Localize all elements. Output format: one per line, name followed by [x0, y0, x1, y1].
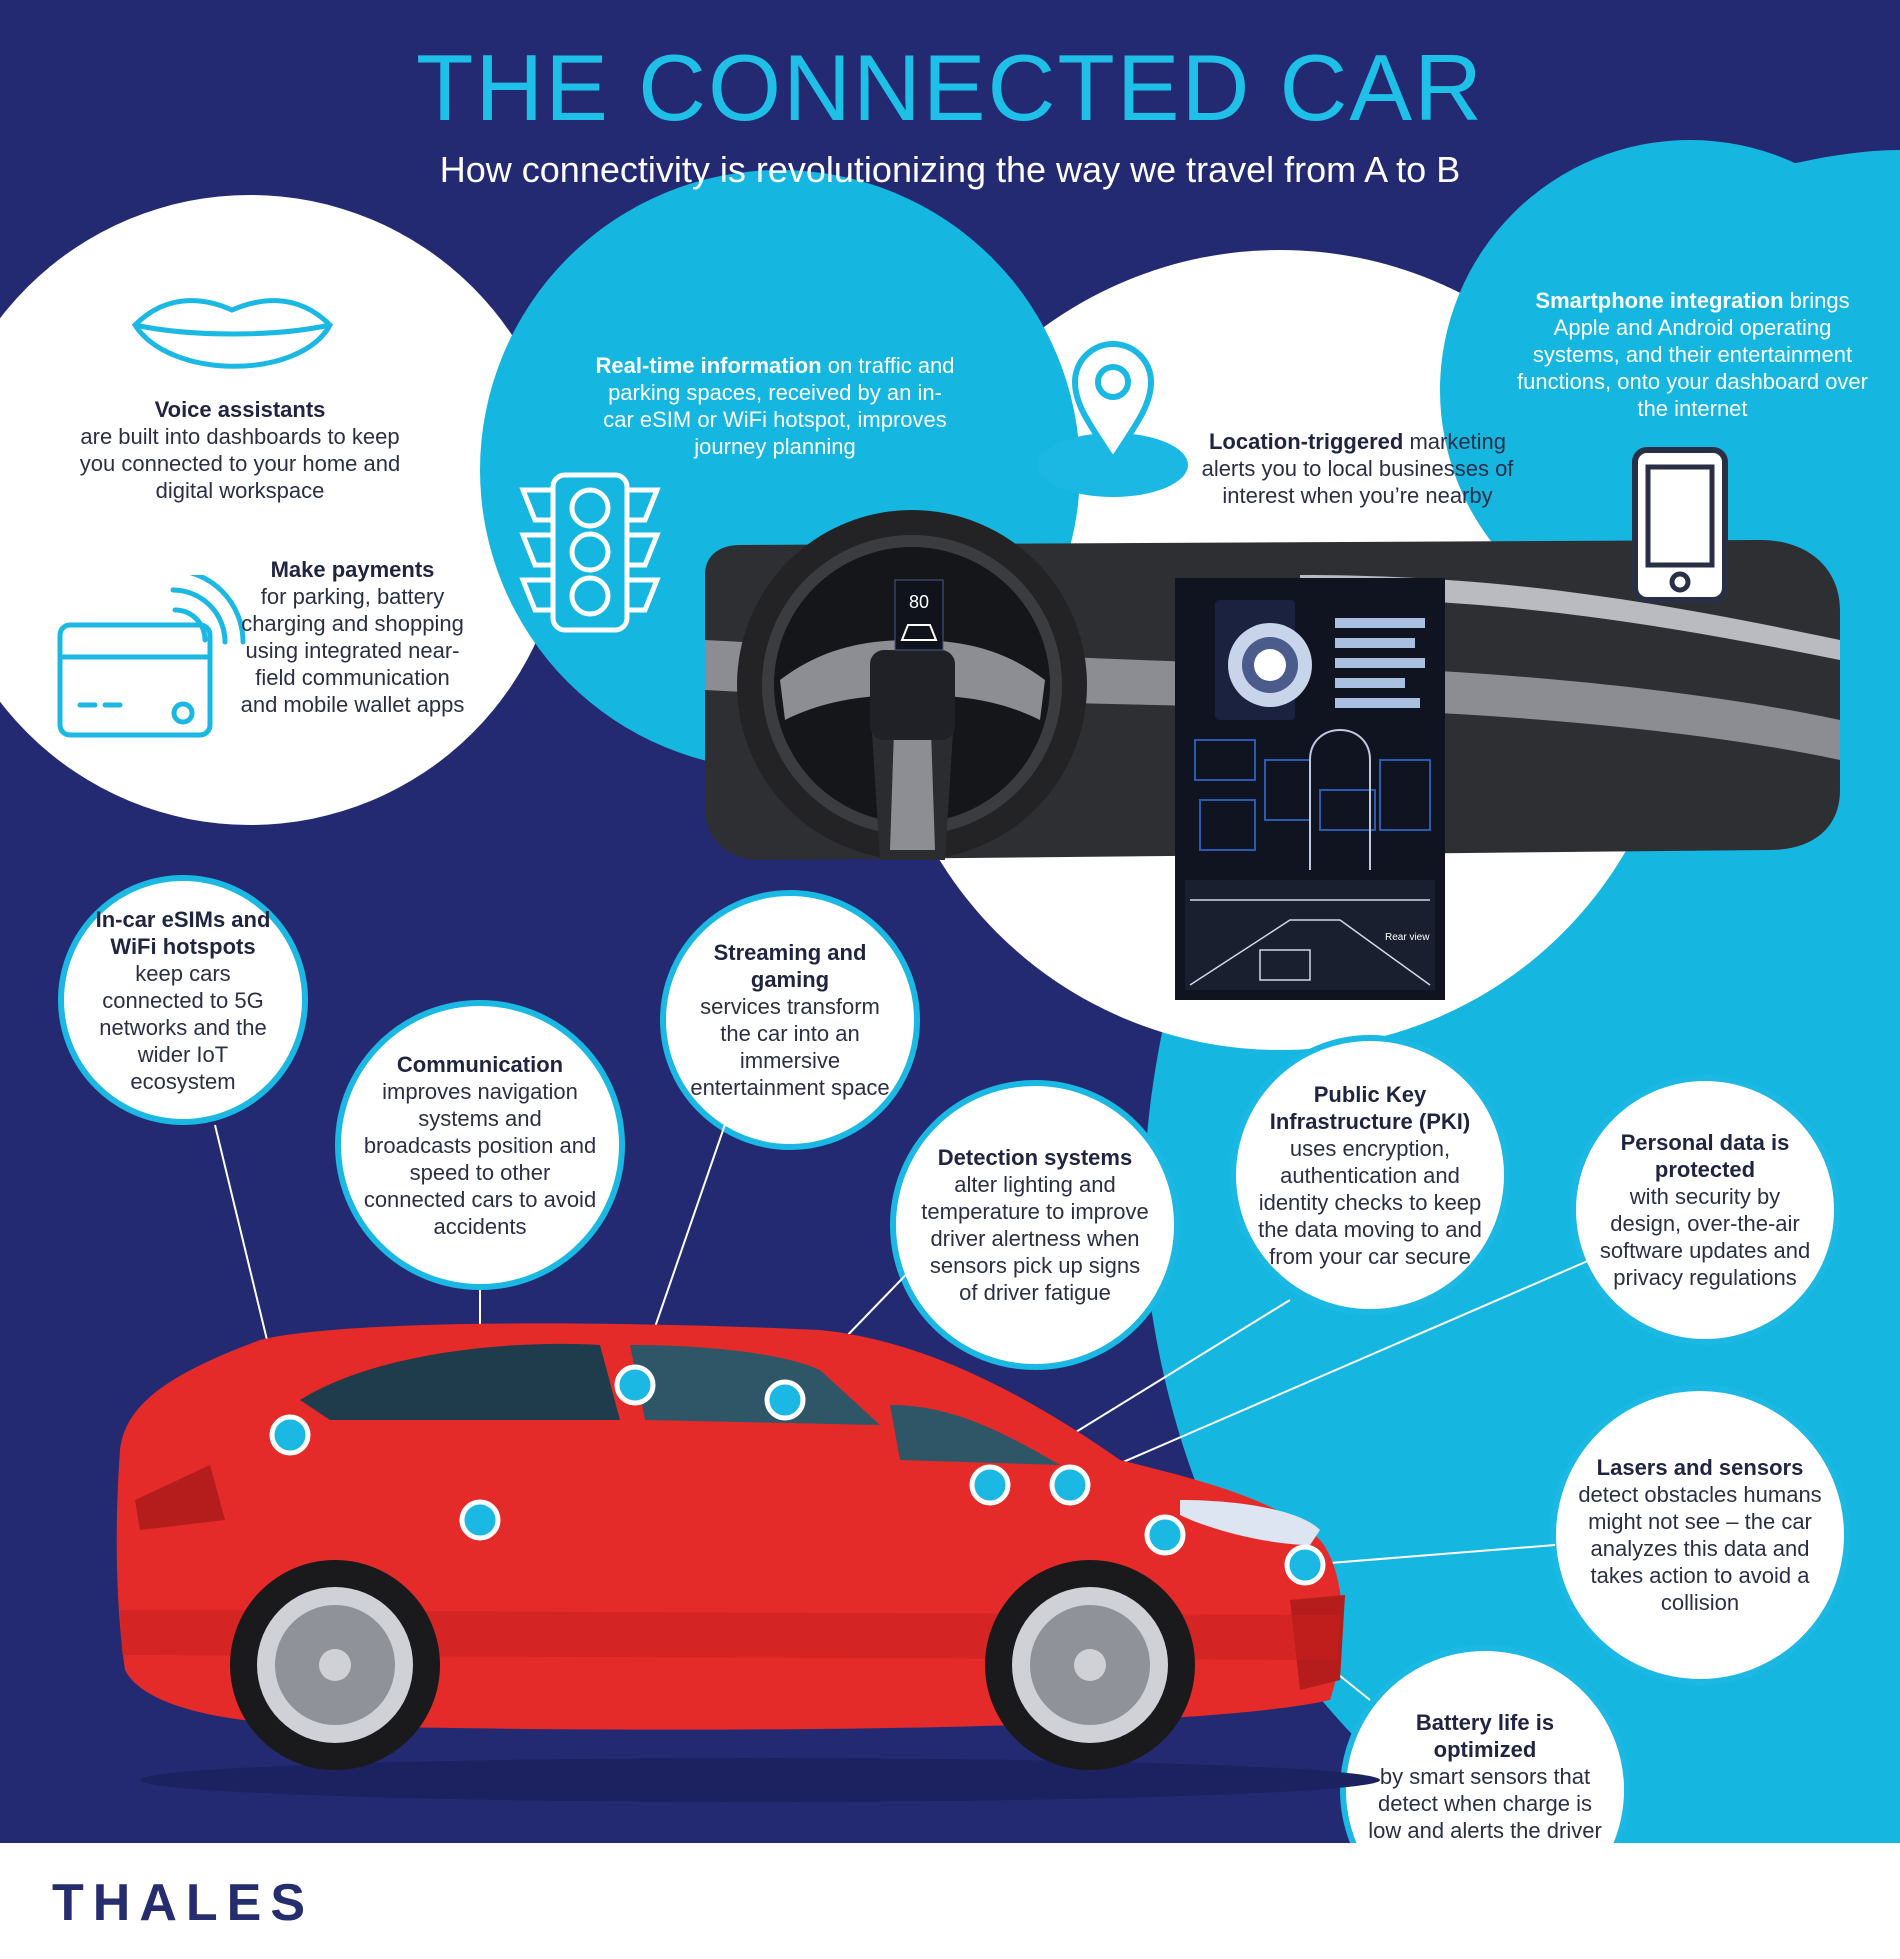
realtime-body: on traffic and parking spaces, received …: [603, 353, 955, 459]
payments-heading: Make payments: [270, 557, 435, 582]
lasers-heading: Lasers and sensors: [1596, 1455, 1804, 1480]
streaming-bubble: Streaming and gaming services transform …: [660, 890, 920, 1150]
sensor-dot: [1284, 1544, 1326, 1586]
communication-body: improves navigation systems and broadcas…: [363, 1078, 597, 1239]
personal-data-bubble: Personal data is protected with security…: [1570, 1075, 1840, 1345]
sensor-dot: [269, 1414, 311, 1456]
voice-payments-circle: [0, 195, 565, 825]
detection-bubble: Detection systems alter lighting and tem…: [890, 1080, 1180, 1370]
rear-view-label: Rear view: [1385, 932, 1430, 943]
front-wheel: [985, 1560, 1195, 1770]
esim-bubble: In-car eSIMs and WiFi hotspots keep cars…: [58, 875, 308, 1125]
sensor-dots: [269, 1364, 1326, 1586]
personal-body: with security by design, over-the-air so…: [1599, 1184, 1811, 1290]
detection-body: alter lighting and temperature to improv…: [921, 1172, 1149, 1305]
smartphone-icon: [1632, 447, 1728, 603]
footer: [0, 1843, 1900, 1959]
location-pin-icon: [1038, 341, 1188, 497]
battery-heading: Battery life is optimized: [1415, 1710, 1555, 1762]
realtime-heading: Real-time information: [595, 353, 822, 378]
sensor-dot: [459, 1499, 501, 1541]
pki-heading: Public Key Infrastructure (PKI): [1269, 1081, 1471, 1134]
communication-heading: Communication: [396, 1051, 564, 1077]
sensor-dot: [764, 1379, 806, 1421]
smartphone-circle: [1440, 140, 1900, 640]
page-subtitle: How connectivity is revolutionizing the …: [439, 149, 1461, 190]
lips-icon: [131, 298, 334, 369]
location-heading: Location-triggered: [1208, 429, 1404, 454]
lasers-body: detect obstacles humans might not see – …: [1578, 1482, 1822, 1615]
location-text: Location-triggered marketing alerts you …: [1185, 428, 1530, 509]
streaming-body: services transform the car into an immer…: [690, 994, 890, 1100]
traffic-light-icon: [519, 472, 661, 633]
personal-heading: Personal data is protected: [1620, 1130, 1790, 1182]
sensor-dot: [969, 1464, 1011, 1506]
esim-heading: In-car eSIMs and WiFi hotspots: [95, 906, 271, 959]
sensor-dot: [1144, 1514, 1186, 1556]
esim-body: keep cars connected to 5G networks and t…: [99, 960, 267, 1094]
steering-wheel-icon: 80: [737, 510, 1087, 860]
voice-text: Voice assistants are built into dashboar…: [60, 396, 420, 504]
realtime-text: Real-time information on traffic and par…: [595, 352, 955, 460]
payments-text: Make payments for parking, battery charg…: [235, 556, 470, 718]
payments-body: for parking, battery charging and shoppi…: [240, 584, 465, 717]
location-body: marketing alerts you to local businesses…: [1201, 429, 1514, 508]
smartphone-text: Smartphone integration brings Apple and …: [1515, 287, 1870, 422]
battery-body: by smart sensors that detect when charge…: [1368, 1764, 1602, 1870]
streaming-heading: Streaming and gaming: [713, 940, 867, 992]
lasers-bubble: Lasers and sensors detect obstacles huma…: [1550, 1385, 1850, 1685]
nfc-waves-icon: [170, 575, 246, 645]
sensor-dot: [614, 1364, 656, 1406]
communication-bubble: Communication improves navigation system…: [335, 1000, 625, 1290]
detection-heading: Detection systems: [937, 1145, 1133, 1170]
sensor-dot: [1049, 1464, 1091, 1506]
thales-logo: THALES: [52, 1874, 314, 1932]
voice-body: are built into dashboards to keep you co…: [79, 424, 401, 503]
voice-heading: Voice assistants: [154, 397, 326, 422]
smartphone-body: brings Apple and Android operating syste…: [1516, 288, 1868, 421]
page-title: THE CONNECTED CAR: [415, 35, 1485, 140]
payment-card-icon: [57, 575, 246, 738]
pki-body: uses encryption, authentication and iden…: [1258, 1135, 1482, 1269]
speed-readout: 80: [909, 592, 929, 612]
pki-bubble: Public Key Infrastructure (PKI) uses enc…: [1230, 1035, 1510, 1315]
smartphone-heading: Smartphone integration: [1535, 288, 1784, 313]
rear-wheel: [230, 1560, 440, 1770]
